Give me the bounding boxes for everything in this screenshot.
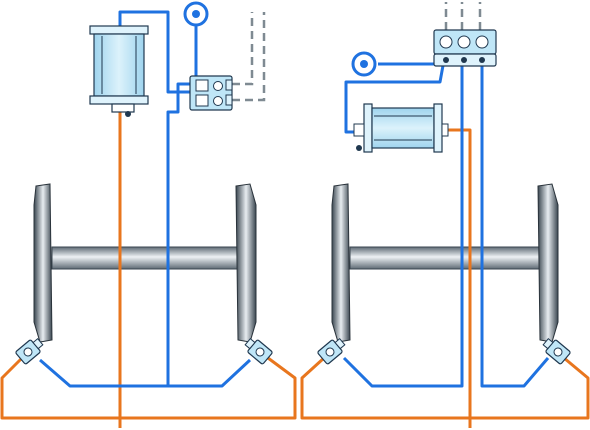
wheel-right-outer xyxy=(331,183,351,343)
wheelset-right xyxy=(331,183,559,343)
pneumatic-cylinder-icon xyxy=(89,25,149,117)
oil-line-right-main xyxy=(446,128,472,428)
air-lines xyxy=(39,10,550,388)
oil-line-left-loop xyxy=(0,356,297,420)
dashed-signal-lines xyxy=(232,2,482,102)
air-line-right-b xyxy=(480,60,550,388)
air-line-right-a xyxy=(342,60,464,388)
spray-nozzle-icon xyxy=(15,337,44,365)
wheel-left-inner xyxy=(235,183,257,343)
pneumatic-cylinder-icon xyxy=(353,103,449,153)
air-line-left-to-wheels xyxy=(39,358,252,388)
dashed-line-left-b xyxy=(232,12,266,102)
axle-right xyxy=(349,246,541,270)
spray-nozzle-icon xyxy=(317,337,346,365)
air-line-cyl-to-valve-left xyxy=(118,10,192,94)
pressure-gauge-icon xyxy=(183,1,209,27)
spray-nozzle-icon xyxy=(542,337,571,365)
oil-line-right-loop xyxy=(300,356,590,420)
air-line-left-main xyxy=(166,82,192,386)
axle-left xyxy=(51,246,243,270)
wheel-left-outer xyxy=(33,183,53,343)
distributor-block-icon xyxy=(433,29,497,67)
valve-block-icon xyxy=(189,75,233,111)
wheel-right-inner xyxy=(537,183,559,343)
dashed-line-left-a xyxy=(232,12,254,86)
spray-nozzle-icon xyxy=(244,337,273,365)
wheelset-left xyxy=(33,183,257,343)
pressure-gauge-icon xyxy=(351,51,377,77)
oil-lines xyxy=(0,112,590,428)
